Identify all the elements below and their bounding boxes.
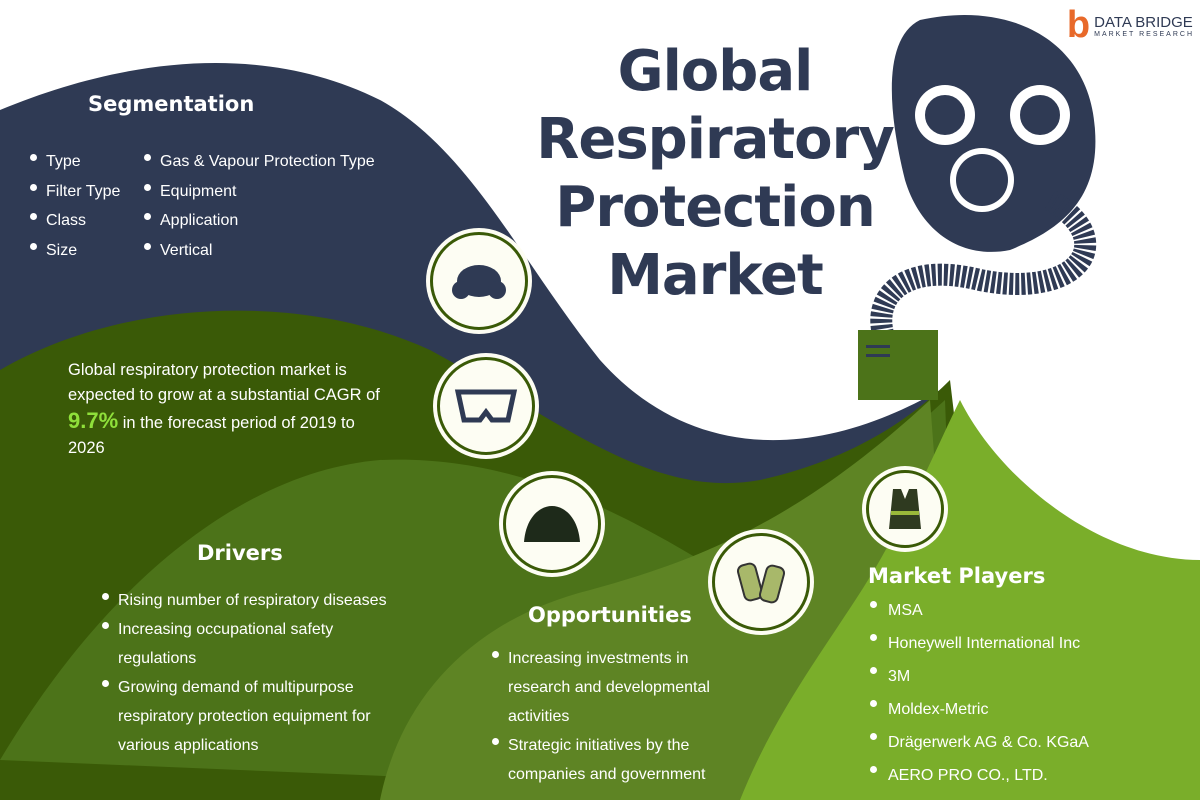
goggles-icon bbox=[437, 357, 535, 455]
list-item: Type bbox=[28, 147, 120, 177]
list-item: Class bbox=[28, 206, 120, 236]
list-item: Growing demand of multipurpose respirato… bbox=[100, 673, 390, 760]
logo-b-icon: b bbox=[1066, 4, 1091, 46]
segmentation-list-2: Gas & Vapour Protection Type Equipment A… bbox=[142, 147, 375, 265]
list-item: Increasing investments in research and d… bbox=[490, 644, 740, 731]
drivers-list: Rising number of respiratory diseases In… bbox=[100, 586, 390, 760]
bright-green-wave bbox=[740, 400, 1200, 800]
logo-name: DATA BRIDGE bbox=[1094, 13, 1193, 31]
list-item: Gas & Vapour Protection Type bbox=[142, 147, 375, 177]
hard-hat-icon bbox=[503, 475, 601, 573]
list-item: Moldex-Metric bbox=[868, 693, 1089, 726]
list-item: AERO PRO CO., LTD. bbox=[868, 759, 1089, 792]
list-item: Increasing occupational safety regulatio… bbox=[100, 615, 390, 673]
segmentation-heading: Segmentation bbox=[88, 92, 255, 116]
market-players-heading: Market Players bbox=[868, 564, 1046, 588]
market-players-list: MSA Honeywell International Inc 3M Molde… bbox=[868, 594, 1089, 792]
cagr-text-pre: Global respiratory protection market is … bbox=[68, 361, 380, 404]
cagr-text-post: in the forecast period of 2019 to 2026 bbox=[68, 414, 355, 457]
list-item: Strategic initiatives by the companies a… bbox=[490, 731, 740, 789]
drivers-heading: Drivers bbox=[197, 541, 283, 565]
list-item: Application bbox=[142, 206, 375, 236]
list-item: Equipment bbox=[142, 177, 375, 207]
list-item: Size bbox=[28, 236, 120, 266]
list-item: Drägerwerk AG & Co. KGaA bbox=[868, 726, 1089, 759]
segmentation-list-1: Type Filter Type Class Size bbox=[28, 147, 120, 265]
list-item: 3M bbox=[868, 660, 1089, 693]
respirator-icon bbox=[430, 232, 528, 330]
list-item: MSA bbox=[868, 594, 1089, 627]
page-title: Global Respiratory Protection Market bbox=[536, 39, 894, 308]
gas-mask-illustration bbox=[858, 14, 1096, 400]
opportunities-list: Increasing investments in research and d… bbox=[490, 644, 740, 789]
logo-tagline: MARKET RESEARCH bbox=[1094, 30, 1194, 38]
list-item: Honeywell International Inc bbox=[868, 627, 1089, 660]
list-item: Vertical bbox=[142, 236, 375, 266]
cagr-value: 9.7% bbox=[68, 408, 119, 433]
list-item: Rising number of respiratory diseases bbox=[100, 586, 390, 615]
opportunities-heading: Opportunities bbox=[528, 603, 692, 627]
data-bridge-logo: b DATA BRIDGE MARKET RESEARCH bbox=[1067, 4, 1194, 47]
gloves-icon bbox=[712, 533, 810, 631]
list-item: Filter Type bbox=[28, 177, 120, 207]
cagr-statement: Global respiratory protection market is … bbox=[68, 358, 388, 461]
safety-vest-icon bbox=[866, 470, 944, 548]
